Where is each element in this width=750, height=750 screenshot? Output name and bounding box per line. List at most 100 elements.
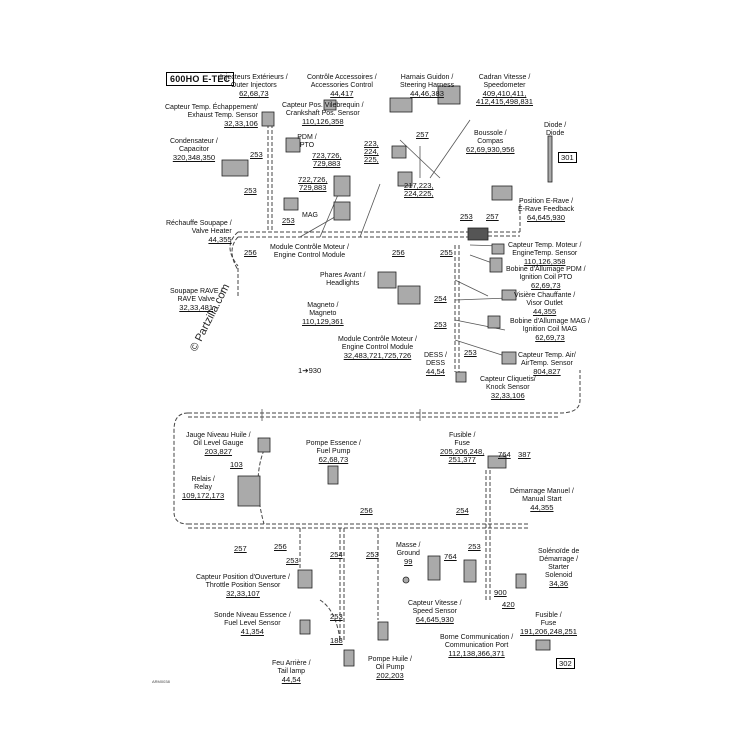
accessories-connector (323, 99, 337, 111)
condenser-shape (221, 159, 249, 177)
ref-1-930: 1➔930 (298, 366, 322, 375)
label-exhaust-temp: Capteur Temp. Échappement/Exhaust Temp. … (165, 104, 258, 128)
rave-feedback-connector (491, 185, 513, 201)
ecm-upper-1 (333, 175, 351, 197)
speed-sensor-connector (427, 555, 441, 581)
ref-900: 900 (494, 588, 507, 597)
ref-254-b: 254 (456, 506, 469, 515)
label-ecm-top: Module Contrôle Moteur /Engine Control M… (270, 244, 349, 259)
coil-pto-connector (489, 257, 503, 273)
coil-mag-connector (487, 315, 501, 329)
model-title: 600HO E-TEC (166, 72, 235, 86)
throttle-connector (297, 569, 313, 589)
fuse-holder (487, 455, 507, 469)
ref-256-c: 256 (360, 506, 373, 515)
label-pdm-pto: PDM / PTO (297, 134, 317, 149)
ref-387: 387 (518, 450, 531, 459)
ref-256-a: 256 (244, 248, 257, 257)
ref-253-h: 253 (366, 550, 379, 559)
label-diode: Diode /Diode (544, 122, 567, 137)
ref-253-e: 253 (434, 320, 447, 329)
tail-lamp-connector (343, 649, 355, 667)
ref-253-b: 253 (244, 186, 257, 195)
ground-point (402, 576, 410, 584)
ref-253-a: 253 (250, 150, 263, 159)
label-headlights: Phares Avant /Headlights (320, 272, 366, 287)
magneto-connector (397, 285, 421, 305)
visor-connector (501, 289, 517, 301)
label-speedometer: Cadran Vitesse /Speedometer 409,410,411,… (476, 74, 534, 106)
starter-connector (515, 573, 527, 589)
label-compass-refs: 223,224,225, (364, 139, 379, 164)
compass-connector (391, 145, 407, 159)
ref-302: 302 (556, 658, 575, 669)
ref-103: 103 (230, 460, 243, 469)
label-crankshaft: Capteur Pos. Vilebrequin /Crankshaft Pos… (282, 102, 364, 126)
ref-253-j: 253 (330, 612, 343, 621)
label-mag: MAG (302, 212, 318, 219)
loop-harness (188, 370, 581, 414)
comm-port-connector (463, 559, 477, 583)
ref-256-d: 256 (274, 542, 287, 551)
ref-764-a: 764 (498, 450, 511, 459)
ecm-block (467, 227, 489, 241)
injector-connector (261, 111, 275, 127)
engine-temp-connector (491, 243, 505, 255)
ref-257-b: 257 (486, 212, 499, 221)
diode-component (547, 135, 553, 183)
ecm-upper-2 (333, 201, 351, 221)
speedometer-connector (437, 85, 461, 105)
oil-gauge-connector (257, 437, 271, 453)
ref-764-b: 764 (444, 552, 457, 561)
label-coil-mag: Bobine d'Allumage MAG /Ignition Coil MAG… (510, 318, 590, 342)
ref-256-b: 256 (392, 248, 405, 257)
label-fuse-top: Fusible /Fuse 205,206,248,251,377 (440, 432, 485, 464)
crank-sensor-shape (285, 137, 301, 153)
ref-257-a: 257 (416, 130, 429, 139)
fuse-bottom-shape (535, 639, 551, 651)
label-coil-pto: Bobine d'Allumage PDM /Ignition Coil PTO… (506, 266, 586, 290)
drawing-code: ARM0038 (152, 679, 170, 684)
label-217: 217,223,224,225, (404, 181, 434, 198)
fuel-pump-connector (327, 465, 339, 485)
label-throttle: Capteur Position d'Ouverture /Throttle P… (196, 574, 290, 598)
dess-connector (455, 371, 467, 383)
ref-253-i: 253 (468, 542, 481, 551)
ref-253-c: 253 (282, 216, 295, 225)
ref-301: 301 (558, 152, 577, 163)
label-engine-temp: Capteur Temp. Moteur /EngineTemp. Sensor… (508, 242, 582, 266)
ref-253-f: 253 (464, 348, 477, 357)
compass-connector-2 (397, 171, 413, 187)
relay-block (237, 475, 261, 507)
ref-254-c: 254 (330, 550, 343, 559)
ref-253-d: 253 (460, 212, 473, 221)
steering-connector (389, 97, 413, 113)
headlight-connector (377, 271, 397, 289)
ref-257-c: 257 (234, 544, 247, 553)
ref-420: 420 (502, 600, 515, 609)
oil-pump-connector (377, 621, 389, 641)
